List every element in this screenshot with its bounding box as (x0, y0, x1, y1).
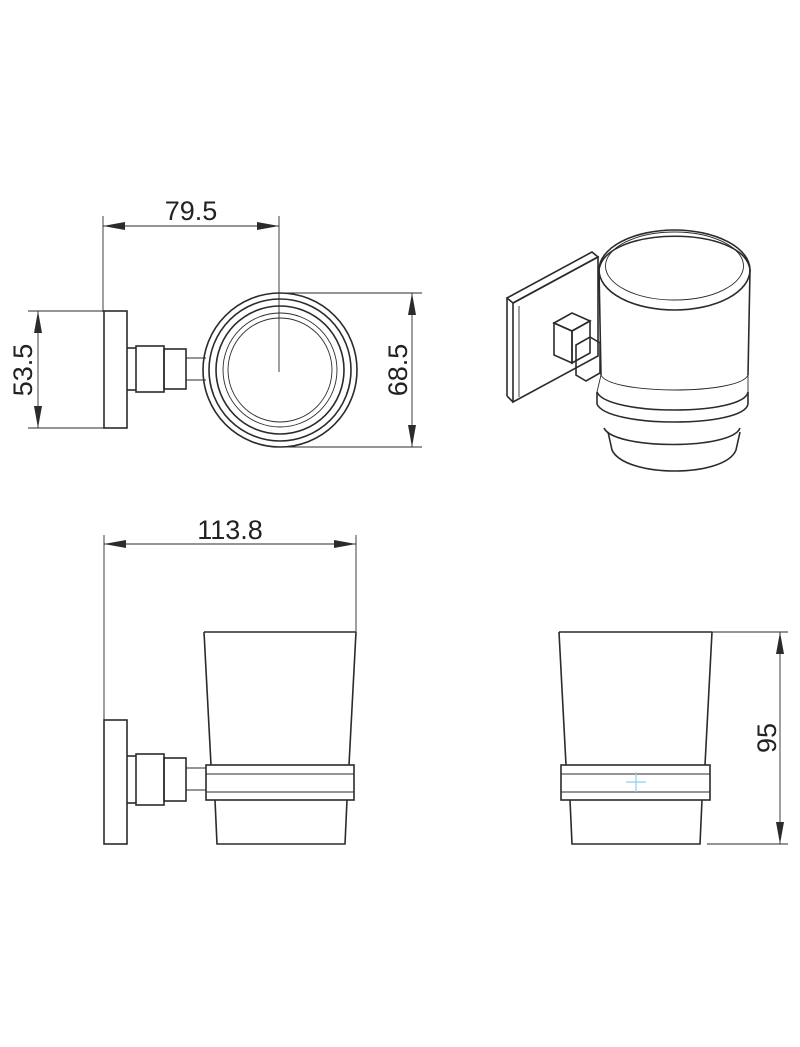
center-mark (626, 772, 646, 792)
dimension-front-width: 113.8 (103, 515, 357, 720)
front-cup (203, 631, 357, 845)
dimension-side-height: 95 (707, 631, 788, 845)
iso-wall-plate (505, 251, 600, 404)
dimension-top-width: 79.5 (102, 196, 280, 372)
dimension-top-depth: 53.5 (8, 310, 104, 429)
top-view: 79.5 53.5 (8, 196, 422, 448)
top-wall-plate (103, 310, 128, 429)
iso-arm (552, 312, 601, 382)
front-arm (127, 753, 206, 806)
dimension-label-top-depth: 53.5 (8, 344, 38, 397)
dimension-top-diameter: 68.5 (282, 292, 422, 448)
side-cup (558, 631, 713, 845)
dimension-label-top-width: 79.5 (165, 196, 218, 226)
dimension-label-side-height: 95 (752, 723, 782, 753)
iso-cup (596, 229, 751, 472)
top-arm (127, 345, 206, 393)
dimension-label-top-diameter: 68.5 (383, 344, 413, 397)
front-view: 113.8 (103, 515, 357, 845)
side-view: 95 (558, 631, 788, 845)
top-cup-rings (202, 292, 358, 448)
dimension-label-front-width: 113.8 (197, 515, 263, 545)
front-wall-plate (103, 719, 128, 845)
isometric-view (505, 229, 751, 472)
